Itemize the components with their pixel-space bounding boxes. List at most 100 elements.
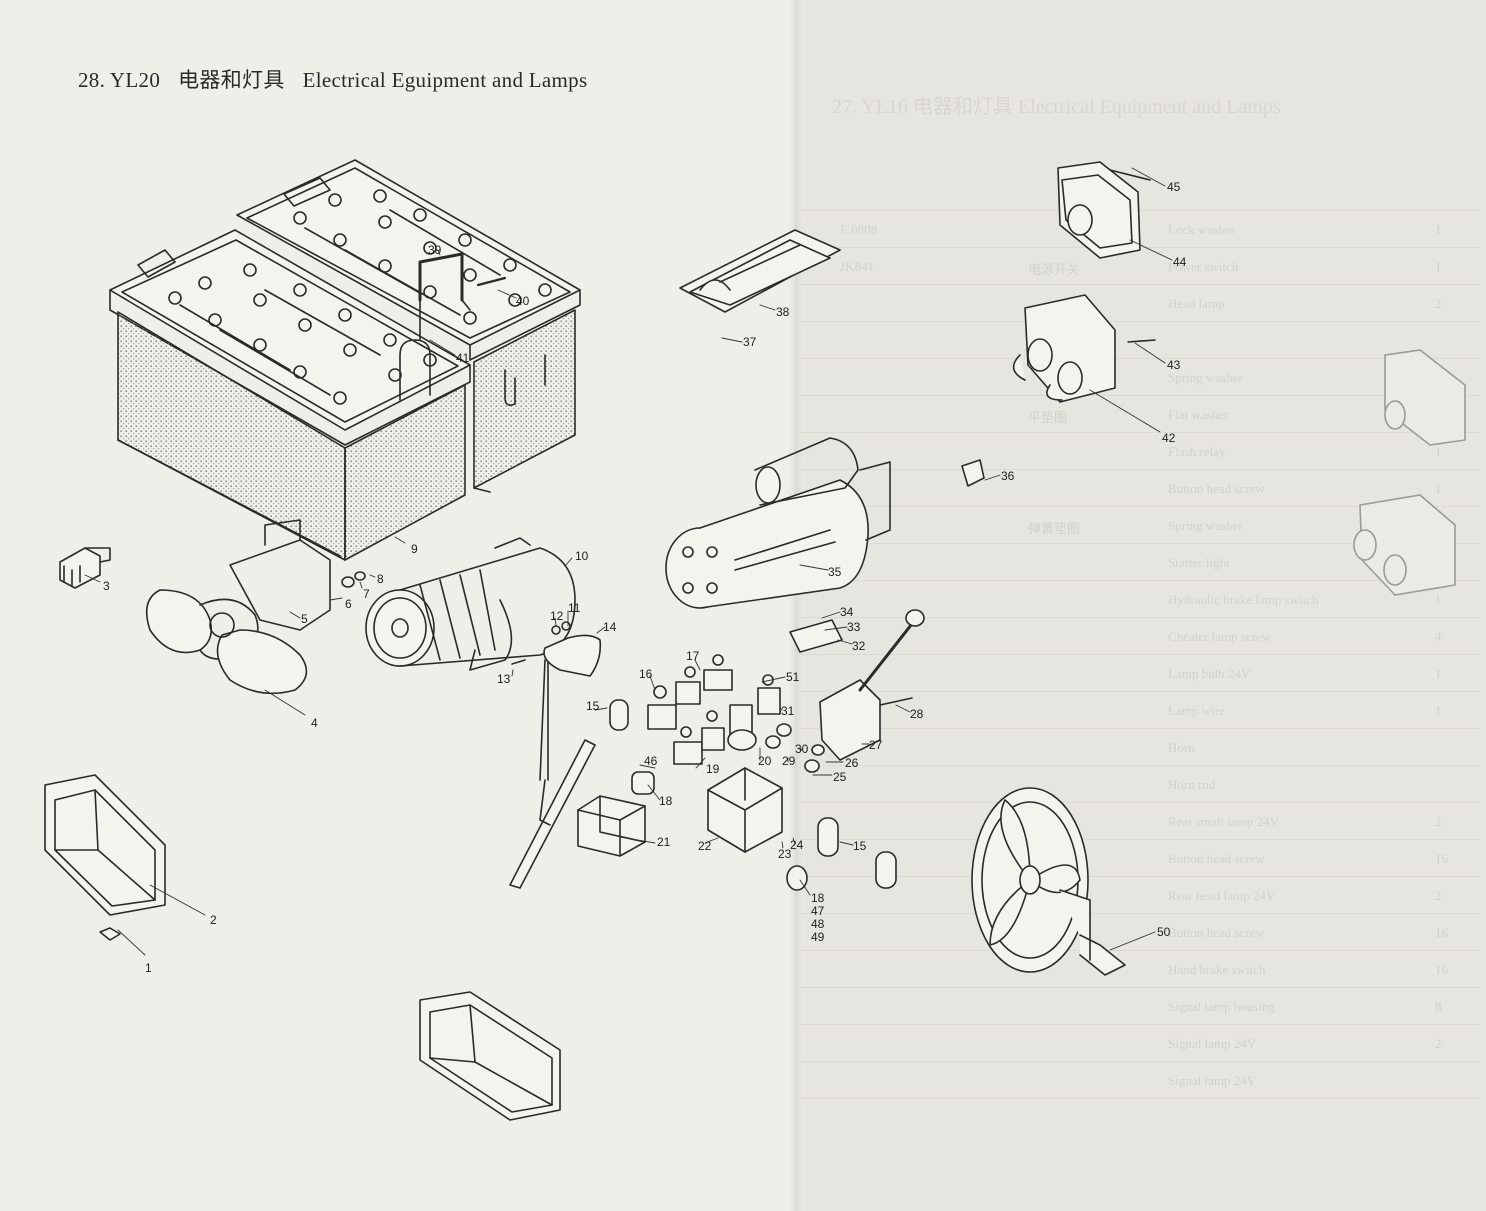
lamp-42-43-drawing: [1012, 294, 1156, 403]
ghost-cell-en: Button head screw: [1168, 925, 1265, 940]
ghost-cell-part: E.0808: [840, 222, 878, 237]
callout-3: 3: [103, 579, 110, 593]
callout-14: 14: [603, 620, 617, 634]
callout-27: 27: [869, 738, 883, 752]
ghost-cell-en: Button head screw: [1168, 851, 1265, 866]
ghost-cell-en: Signal lamp housing: [1168, 999, 1275, 1014]
ghost-table-rule: [800, 839, 1480, 840]
callout-7: 7: [363, 587, 370, 601]
ghost-cell-qty: 1: [1435, 444, 1442, 459]
callout-1: 1: [145, 961, 152, 975]
ghost-cell-en: Rear head lamp 24V: [1168, 888, 1276, 903]
callout-31: 31: [781, 704, 795, 718]
callout-29: 29: [782, 754, 796, 768]
callout-8: 8: [377, 572, 384, 586]
callout-42: 42: [1162, 431, 1176, 445]
ghost-cell-en: Power switch: [1168, 259, 1239, 274]
ghost-cell-en: Signal lamp 24V: [1168, 1036, 1257, 1051]
ghost-cell-qty: 2: [1435, 888, 1442, 903]
callout-20: 20: [758, 754, 772, 768]
callout-38: 38: [776, 305, 790, 319]
ghost-table-rule: [800, 469, 1480, 470]
bracket-14-drawing: [511, 621, 602, 781]
ghost-table-rule: [800, 654, 1480, 655]
callout-21: 21: [657, 835, 671, 849]
title-number: 28. YL20: [78, 68, 161, 92]
callout-19: 19: [706, 762, 720, 776]
nuts-drawing: [765, 723, 825, 773]
callout-30: 30: [795, 742, 809, 756]
callout-10: 10: [575, 549, 589, 563]
callout-35: 35: [828, 565, 842, 579]
ghost-cell-cn: 电源开关: [1028, 262, 1081, 277]
connector-36-drawing: [961, 459, 985, 487]
ghost-cell-en: Flash relay: [1168, 444, 1226, 459]
page-gutter: [788, 0, 802, 1211]
ghost-cell-en: Lamp bulb 24V: [1168, 666, 1251, 681]
lamp-bottom-drawing: [419, 991, 561, 1121]
ghost-table-rule: [800, 728, 1480, 729]
callout-18-left: 18: [659, 794, 673, 808]
callout-26: 26: [845, 756, 859, 770]
callout-9: 9: [411, 542, 418, 556]
title-chinese: 电器和灯具: [178, 68, 285, 92]
callout-33: 33: [847, 620, 861, 634]
ghost-cell-qty: 1: [1435, 592, 1442, 607]
callout-24: 24: [790, 838, 804, 852]
callout-44: 44: [1173, 255, 1187, 269]
ghost-table-rule: [800, 913, 1480, 914]
ghost-cell-en: Rear small lamp 24V: [1168, 814, 1279, 829]
ghost-table-rule: [800, 987, 1480, 988]
ghost-table-rule: [800, 506, 1480, 507]
callout-43: 43: [1167, 358, 1181, 372]
ghost-cell-qty: 1: [1435, 666, 1442, 681]
callout-4: 4: [311, 716, 318, 730]
callout-48: 48: [811, 917, 825, 931]
battery-left-drawing: [109, 229, 471, 561]
callout-12: 12: [550, 609, 564, 623]
page-title: 28. YL20 电器和灯具 Electrical Eguipment and La…: [78, 64, 587, 94]
ghost-title: 27. YL16 电器和灯具 Electrical Equipment and …: [832, 96, 1281, 118]
callout-46: 46: [644, 754, 658, 768]
callout-18-right: 18: [811, 891, 825, 905]
callout-5: 5: [301, 612, 308, 626]
ghost-cell-qty: 4: [1435, 629, 1442, 644]
callout-37: 37: [743, 335, 757, 349]
rail-drawing: [509, 739, 596, 889]
ghost-table-rule: [800, 691, 1480, 692]
ghost-cell-en: Flat washer: [1168, 407, 1229, 422]
callout-6: 6: [345, 597, 352, 611]
ghost-cell-en: Horn: [1168, 740, 1195, 755]
lamp-38-drawing: [679, 229, 841, 313]
ghost-cell-qty: 1: [1435, 222, 1442, 237]
callout-22: 22: [698, 839, 712, 853]
callout-23: 23: [778, 847, 792, 861]
generator-drawing: [365, 537, 576, 671]
callout-45: 45: [1167, 180, 1181, 194]
ghost-cell-en: Lock washer: [1168, 222, 1235, 237]
callout-17: 17: [686, 649, 700, 663]
ghost-cell-en: Spring washer: [1168, 518, 1243, 533]
lamp-44-45-drawing: [1057, 161, 1151, 259]
boxes-21-22-drawing: [577, 767, 783, 857]
ghost-cell-qty: 1: [1435, 703, 1442, 718]
battery-right-drawing: [236, 159, 581, 493]
ghost-table-rule: [800, 802, 1480, 803]
ghost-cell-qty: 2: [1435, 814, 1442, 829]
ghost-cell-qty: 1: [1435, 481, 1442, 496]
ghost-table-rule: [800, 210, 1480, 211]
ghost-cell-part: JK841: [840, 259, 874, 274]
small-lamps-drawing: [786, 817, 897, 891]
horn-drawing: [145, 519, 331, 695]
brake-switch-drawing: [789, 609, 925, 761]
ghost-cell-qty: 16: [1435, 851, 1448, 866]
ghost-cell-qty: 2: [1435, 296, 1442, 311]
ghost-cell-qty: 16: [1435, 962, 1448, 977]
ghost-table-rule: [800, 432, 1480, 433]
callout-28: 28: [910, 707, 924, 721]
ghost-table-rule: [800, 950, 1480, 951]
callout-13: 13: [497, 672, 511, 686]
title-english: Electrical Eguipment and Lamps: [302, 68, 588, 92]
ghost-cell-en: Signal lamp 24V: [1168, 1073, 1257, 1088]
